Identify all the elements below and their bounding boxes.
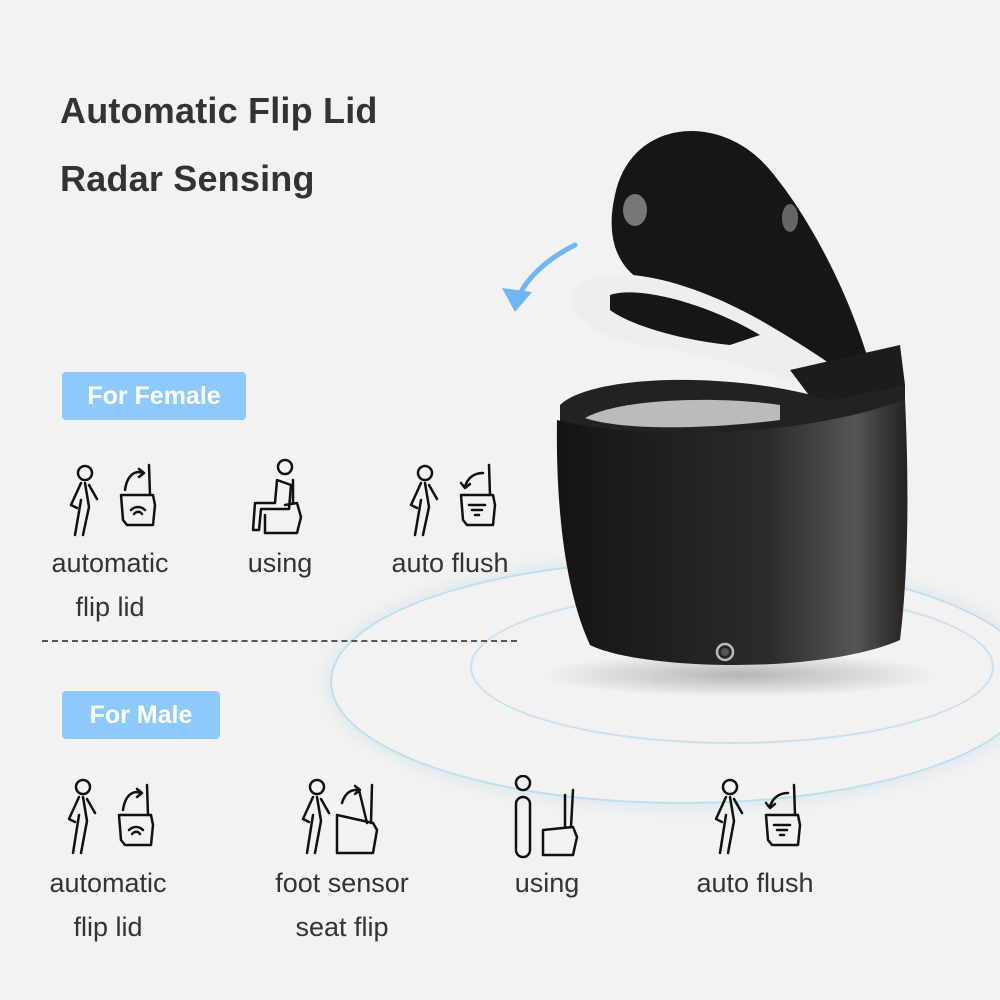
heading-automatic-flip-lid: Automatic Flip Lid	[60, 90, 378, 131]
female-feature-using: using	[190, 450, 370, 584]
male-feature-using: using	[457, 770, 637, 904]
female-feature-auto-flush: auto flush	[360, 450, 540, 584]
walking-person-flush-icon	[360, 450, 540, 540]
standing-person-icon	[457, 770, 637, 860]
feature-label-line1: using	[514, 868, 580, 898]
heading-radar-sensing: Radar Sensing	[60, 158, 315, 199]
female-feature-auto-flip-lid: automatic flip lid	[20, 450, 200, 628]
feature-label-line2: seat flip	[295, 912, 389, 942]
feature-label-line2: flip lid	[75, 592, 145, 622]
male-feature-auto-flush: auto flush	[665, 770, 845, 904]
feature-label-line1: foot sensor	[275, 868, 409, 898]
seated-person-icon	[190, 450, 370, 540]
walking-person-lid-open-icon	[18, 770, 198, 860]
feature-label-line1: auto flush	[696, 868, 814, 898]
feature-label-line1: using	[247, 548, 313, 578]
section-divider	[42, 640, 517, 642]
walking-person-lid-open-icon	[20, 450, 200, 540]
feature-label-line1: automatic	[51, 548, 169, 578]
foot-sensor-seat-flip-icon	[252, 770, 432, 860]
male-feature-auto-flip-lid: automatic flip lid	[18, 770, 198, 948]
walking-person-flush-icon	[665, 770, 845, 860]
feature-label-line2: flip lid	[73, 912, 143, 942]
for-female-badge: For Female	[62, 372, 246, 420]
feature-label-line1: auto flush	[391, 548, 509, 578]
male-feature-foot-sensor-seat-flip: foot sensor seat flip	[252, 770, 432, 948]
for-male-badge: For Male	[62, 691, 220, 739]
smart-toilet-image	[502, 131, 940, 697]
feature-label-line1: automatic	[49, 868, 167, 898]
